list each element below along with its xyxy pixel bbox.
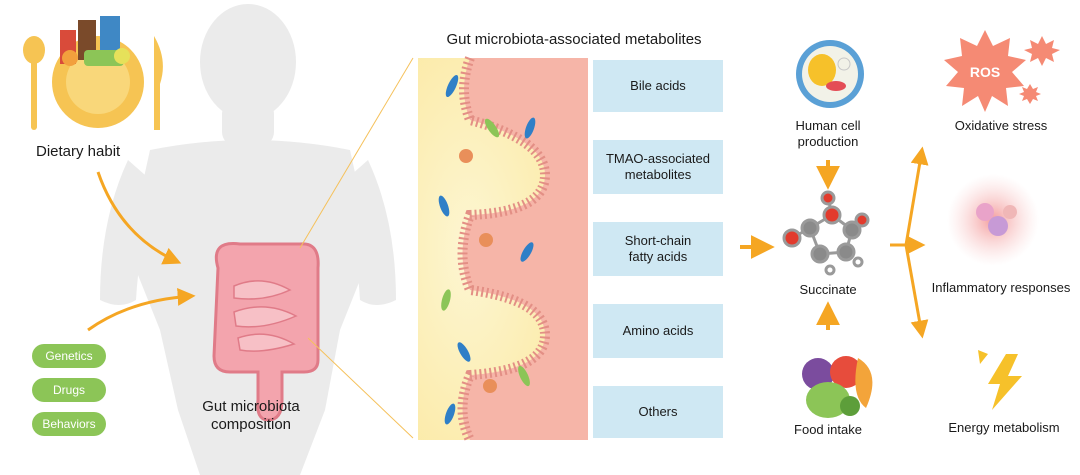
human-cell-label: Human cell production bbox=[795, 118, 861, 149]
food-intake-icon bbox=[802, 356, 873, 418]
ros-label: ROS bbox=[969, 64, 1001, 80]
ros-burst-icon bbox=[944, 30, 1060, 112]
pill-behaviors: Behaviors bbox=[32, 412, 106, 436]
oxidative-stress-label: Oxidative stress bbox=[954, 118, 1048, 133]
metabolites-title: Gut microbiota-associated metabolites bbox=[446, 31, 702, 48]
inflammation-icon bbox=[947, 174, 1039, 266]
zoom-line-bottom bbox=[307, 337, 414, 439]
human-cell-icon bbox=[796, 40, 864, 108]
inflammatory-responses-label: Inflammatory responses bbox=[931, 280, 1071, 295]
food-intake-label: Food intake bbox=[794, 422, 862, 437]
dietary-habit-label: Dietary habit bbox=[36, 143, 121, 160]
energy-lightning-icon bbox=[978, 350, 1022, 410]
gut-composition-label: Gut microbiota composition bbox=[202, 398, 300, 433]
gut-wall-panel bbox=[418, 56, 588, 443]
pill-drugs: Drugs bbox=[32, 378, 106, 402]
metabolite-others: Others bbox=[593, 386, 723, 438]
outcome-arrows bbox=[890, 146, 929, 339]
zoom-line-top bbox=[299, 57, 414, 249]
pill-genetics: Genetics bbox=[32, 344, 106, 368]
dietary-plate-icon bbox=[23, 16, 163, 130]
succinate-label: Succinate bbox=[799, 282, 857, 297]
arrow-diet-to-gut bbox=[96, 171, 182, 265]
metabolite-bile-acids: Bile acids bbox=[593, 60, 723, 112]
succinate-molecule-icon bbox=[782, 190, 870, 276]
arrow-factors-to-gut bbox=[87, 287, 196, 332]
metabolite-amino-acids: Amino acids bbox=[593, 304, 723, 358]
energy-metabolism-label: Energy metabolism bbox=[948, 420, 1060, 435]
intestine-icon bbox=[212, 242, 320, 422]
bacteria-group bbox=[438, 74, 536, 425]
